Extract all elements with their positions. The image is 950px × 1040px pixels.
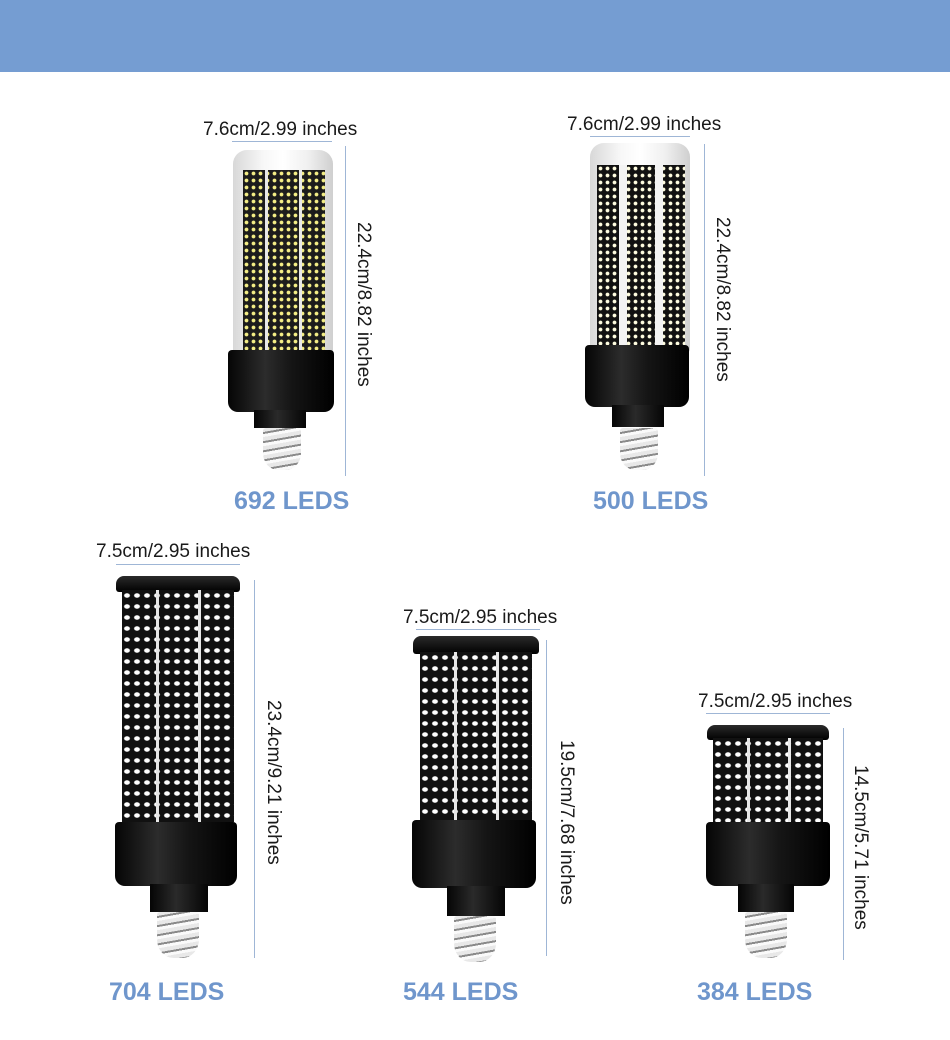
width-label: 7.5cm/2.95 inches bbox=[96, 541, 251, 562]
led-count-label: 544 LEDS bbox=[403, 978, 519, 1006]
width-dimension-line bbox=[116, 564, 240, 565]
height-label: 22.4cm/8.82 inches bbox=[353, 222, 374, 387]
width-label: 7.6cm/2.99 inches bbox=[567, 114, 722, 135]
width-dimension-line bbox=[590, 136, 690, 137]
height-dimension-line bbox=[843, 728, 844, 960]
height-label: 22.4cm/8.82 inches bbox=[712, 217, 733, 382]
height-label: 14.5cm/5.71 inches bbox=[850, 765, 871, 930]
led-count-label: 704 LEDS bbox=[109, 978, 225, 1006]
width-dimension-line bbox=[416, 629, 540, 630]
height-dimension-line bbox=[254, 580, 255, 958]
height-dimension-line bbox=[704, 144, 705, 476]
height-label: 19.5cm/7.68 inches bbox=[556, 740, 577, 905]
led-count-label: 384 LEDS bbox=[697, 978, 813, 1006]
width-dimension-line bbox=[232, 141, 332, 142]
width-label: 7.5cm/2.95 inches bbox=[698, 691, 853, 712]
height-label: 23.4cm/9.21 inches bbox=[263, 700, 284, 865]
height-dimension-line bbox=[345, 146, 346, 476]
width-label: 7.6cm/2.99 inches bbox=[203, 119, 358, 140]
width-dimension-line bbox=[706, 713, 830, 714]
header-banner bbox=[0, 0, 950, 72]
width-label: 7.5cm/2.95 inches bbox=[403, 607, 558, 628]
height-dimension-line bbox=[546, 640, 547, 956]
led-count-label: 500 LEDS bbox=[593, 487, 709, 515]
led-count-label: 692 LEDS bbox=[234, 487, 350, 515]
